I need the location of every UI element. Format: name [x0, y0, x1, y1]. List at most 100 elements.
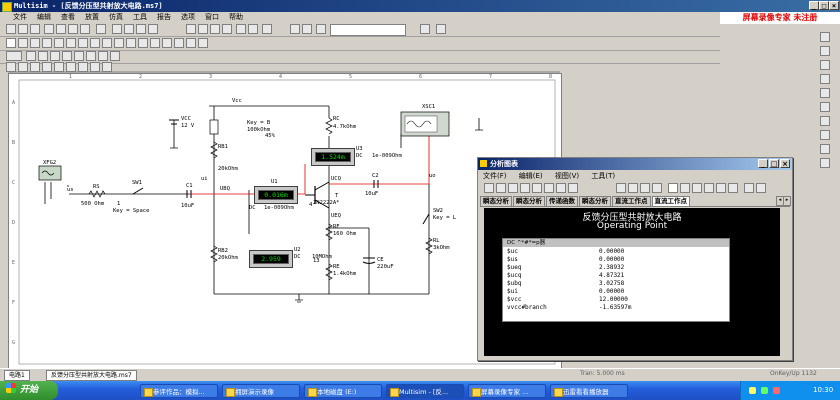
back-annotate-icon[interactable]: [262, 24, 272, 34]
grapher-icon[interactable]: [186, 24, 196, 34]
indicator-icon[interactable]: [114, 38, 124, 48]
tray-icon[interactable]: [761, 387, 768, 394]
menu-window[interactable]: 窗口: [205, 13, 219, 21]
zoom-area-icon[interactable]: [136, 24, 146, 34]
logic-analyzer-icon[interactable]: [820, 130, 830, 140]
paste-icon[interactable]: [80, 24, 90, 34]
tab-dc-operating-point-2[interactable]: 直流工作点: [651, 196, 690, 206]
list-icon[interactable]: [316, 24, 326, 34]
spreadsheet-icon[interactable]: [198, 24, 208, 34]
iv-analyzer-icon[interactable]: [820, 158, 830, 168]
function-generator-icon[interactable]: [820, 46, 830, 56]
analysis-reverse-icon[interactable]: [744, 183, 754, 193]
virtual-diodes-icon[interactable]: [50, 51, 60, 61]
print-icon[interactable]: [44, 24, 54, 34]
analysis-minimize-button[interactable]: _: [758, 159, 768, 168]
power-icon[interactable]: [126, 38, 136, 48]
tray-icon[interactable]: [773, 387, 780, 394]
database-icon[interactable]: [210, 24, 220, 34]
analysis-menu-file[interactable]: 文件(F): [483, 172, 507, 180]
misc-digital-icon[interactable]: [90, 38, 100, 48]
analysis-properties-icon[interactable]: [704, 183, 714, 193]
undo-icon[interactable]: [96, 24, 106, 34]
source-icon[interactable]: [6, 38, 16, 48]
new-icon[interactable]: [6, 24, 16, 34]
close-button[interactable]: ×: [829, 1, 839, 10]
frequency-counter-icon[interactable]: [820, 102, 830, 112]
copy-icon[interactable]: [68, 24, 78, 34]
place-text-icon[interactable]: [198, 38, 208, 48]
taskbar-item-3[interactable]: 本地磁盘 (E:): [304, 384, 382, 398]
taskbar-item-4[interactable]: Multisim - [反...: [386, 384, 464, 398]
bode-plotter-icon[interactable]: [820, 88, 830, 98]
wattmeter-icon[interactable]: [820, 60, 830, 70]
analysis-close-button[interactable]: ×: [780, 159, 790, 168]
analysis-cut-icon[interactable]: [544, 183, 554, 193]
tray-icon[interactable]: [749, 387, 756, 394]
virtual-analog-icon[interactable]: [74, 51, 84, 61]
taskbar-item-5[interactable]: 屏幕录像专家 ...: [468, 384, 546, 398]
maximize-button[interactable]: □: [819, 1, 829, 10]
word-generator-icon[interactable]: [820, 116, 830, 126]
analysis-copy-icon[interactable]: [556, 183, 566, 193]
analysis-print-icon[interactable]: [520, 183, 530, 193]
sheet-tab-circuit1[interactable]: 电路1: [4, 370, 30, 381]
analysis-copy-graph-icon[interactable]: [668, 183, 678, 193]
tab-transfer-function[interactable]: 传递函数: [546, 196, 578, 206]
analysis-graphs-window[interactable]: 分析图表 _ □ × 文件(F) 编辑(E) 视图(V) 工具(T) 瞬态分析瞬…: [477, 157, 793, 361]
analysis-cursor-icon[interactable]: [640, 183, 650, 193]
forward-annotate-icon[interactable]: [302, 24, 312, 34]
analysis-zoom-icon[interactable]: [652, 183, 662, 193]
ttl-icon[interactable]: [66, 38, 76, 48]
electrical-rules-icon[interactable]: [248, 24, 258, 34]
electromech-icon[interactable]: [162, 38, 172, 48]
analysis-paste-icon[interactable]: [568, 183, 578, 193]
meter-u1[interactable]: 0.016m: [254, 186, 298, 204]
analysis-new-icon[interactable]: [484, 183, 494, 193]
analysis-color-icon[interactable]: [692, 183, 702, 193]
analog-icon[interactable]: [54, 38, 64, 48]
simulate-run-icon[interactable]: [420, 24, 430, 34]
taskbar-item-2[interactable]: 拥屏演示录像: [222, 384, 300, 398]
virtual-toolbar-icon[interactable]: [6, 51, 22, 61]
virtual-basic-icon[interactable]: [38, 51, 48, 61]
menu-view[interactable]: 查看: [61, 13, 75, 21]
logic-converter-icon[interactable]: [820, 144, 830, 154]
component-wizard-icon[interactable]: [222, 24, 232, 34]
zoom-fit-icon[interactable]: [148, 24, 158, 34]
menu-place[interactable]: 放置: [85, 13, 99, 21]
virtual-transistors-icon[interactable]: [62, 51, 72, 61]
taskbar-item-6[interactable]: 迅雷看看播放器: [550, 384, 628, 398]
meter-u2[interactable]: 2.959: [249, 250, 293, 268]
tab-transient-3[interactable]: 瞬态分析: [579, 196, 611, 206]
bus-icon[interactable]: [186, 38, 196, 48]
meter-u3[interactable]: 1.524m: [311, 148, 355, 166]
analysis-preview-icon[interactable]: [532, 183, 542, 193]
menu-edit[interactable]: 编辑: [37, 13, 51, 21]
virtual-sources-icon[interactable]: [26, 51, 36, 61]
analysis-save-icon[interactable]: [508, 183, 518, 193]
cut-icon[interactable]: [56, 24, 66, 34]
analysis-menu-edit[interactable]: 编辑(E): [518, 172, 543, 180]
misc-icon[interactable]: [138, 38, 148, 48]
tab-scroll-right-icon[interactable]: ▸: [783, 196, 791, 206]
taskbar-item-1[interactable]: 参评作品：模拟...: [140, 384, 218, 398]
oscilloscope-icon[interactable]: [820, 74, 830, 84]
transistor-icon[interactable]: [42, 38, 52, 48]
virtual-measure-icon[interactable]: [110, 51, 120, 61]
tab-transient-2[interactable]: 瞬态分析: [513, 196, 545, 206]
virtual-misc-icon[interactable]: [86, 51, 96, 61]
analysis-open-icon[interactable]: [496, 183, 506, 193]
analysis-export-icon[interactable]: [716, 183, 726, 193]
zoom-in-icon[interactable]: [112, 24, 122, 34]
multimeter-icon[interactable]: [820, 32, 830, 42]
sheet-tab-file[interactable]: 反馈分压型共射放大电路.ms7: [46, 370, 137, 381]
diode-icon[interactable]: [30, 38, 40, 48]
analysis-restore-icon[interactable]: [756, 183, 766, 193]
menu-help[interactable]: 帮助: [229, 13, 243, 21]
hierarchy-icon[interactable]: [174, 38, 184, 48]
start-button[interactable]: 开始: [0, 381, 58, 400]
schematic-canvas[interactable]: 1 2 3 4 5 6 7 8 A B C D E F G: [8, 73, 562, 371]
minimize-button[interactable]: _: [809, 1, 819, 10]
menu-reports[interactable]: 报告: [157, 13, 171, 21]
